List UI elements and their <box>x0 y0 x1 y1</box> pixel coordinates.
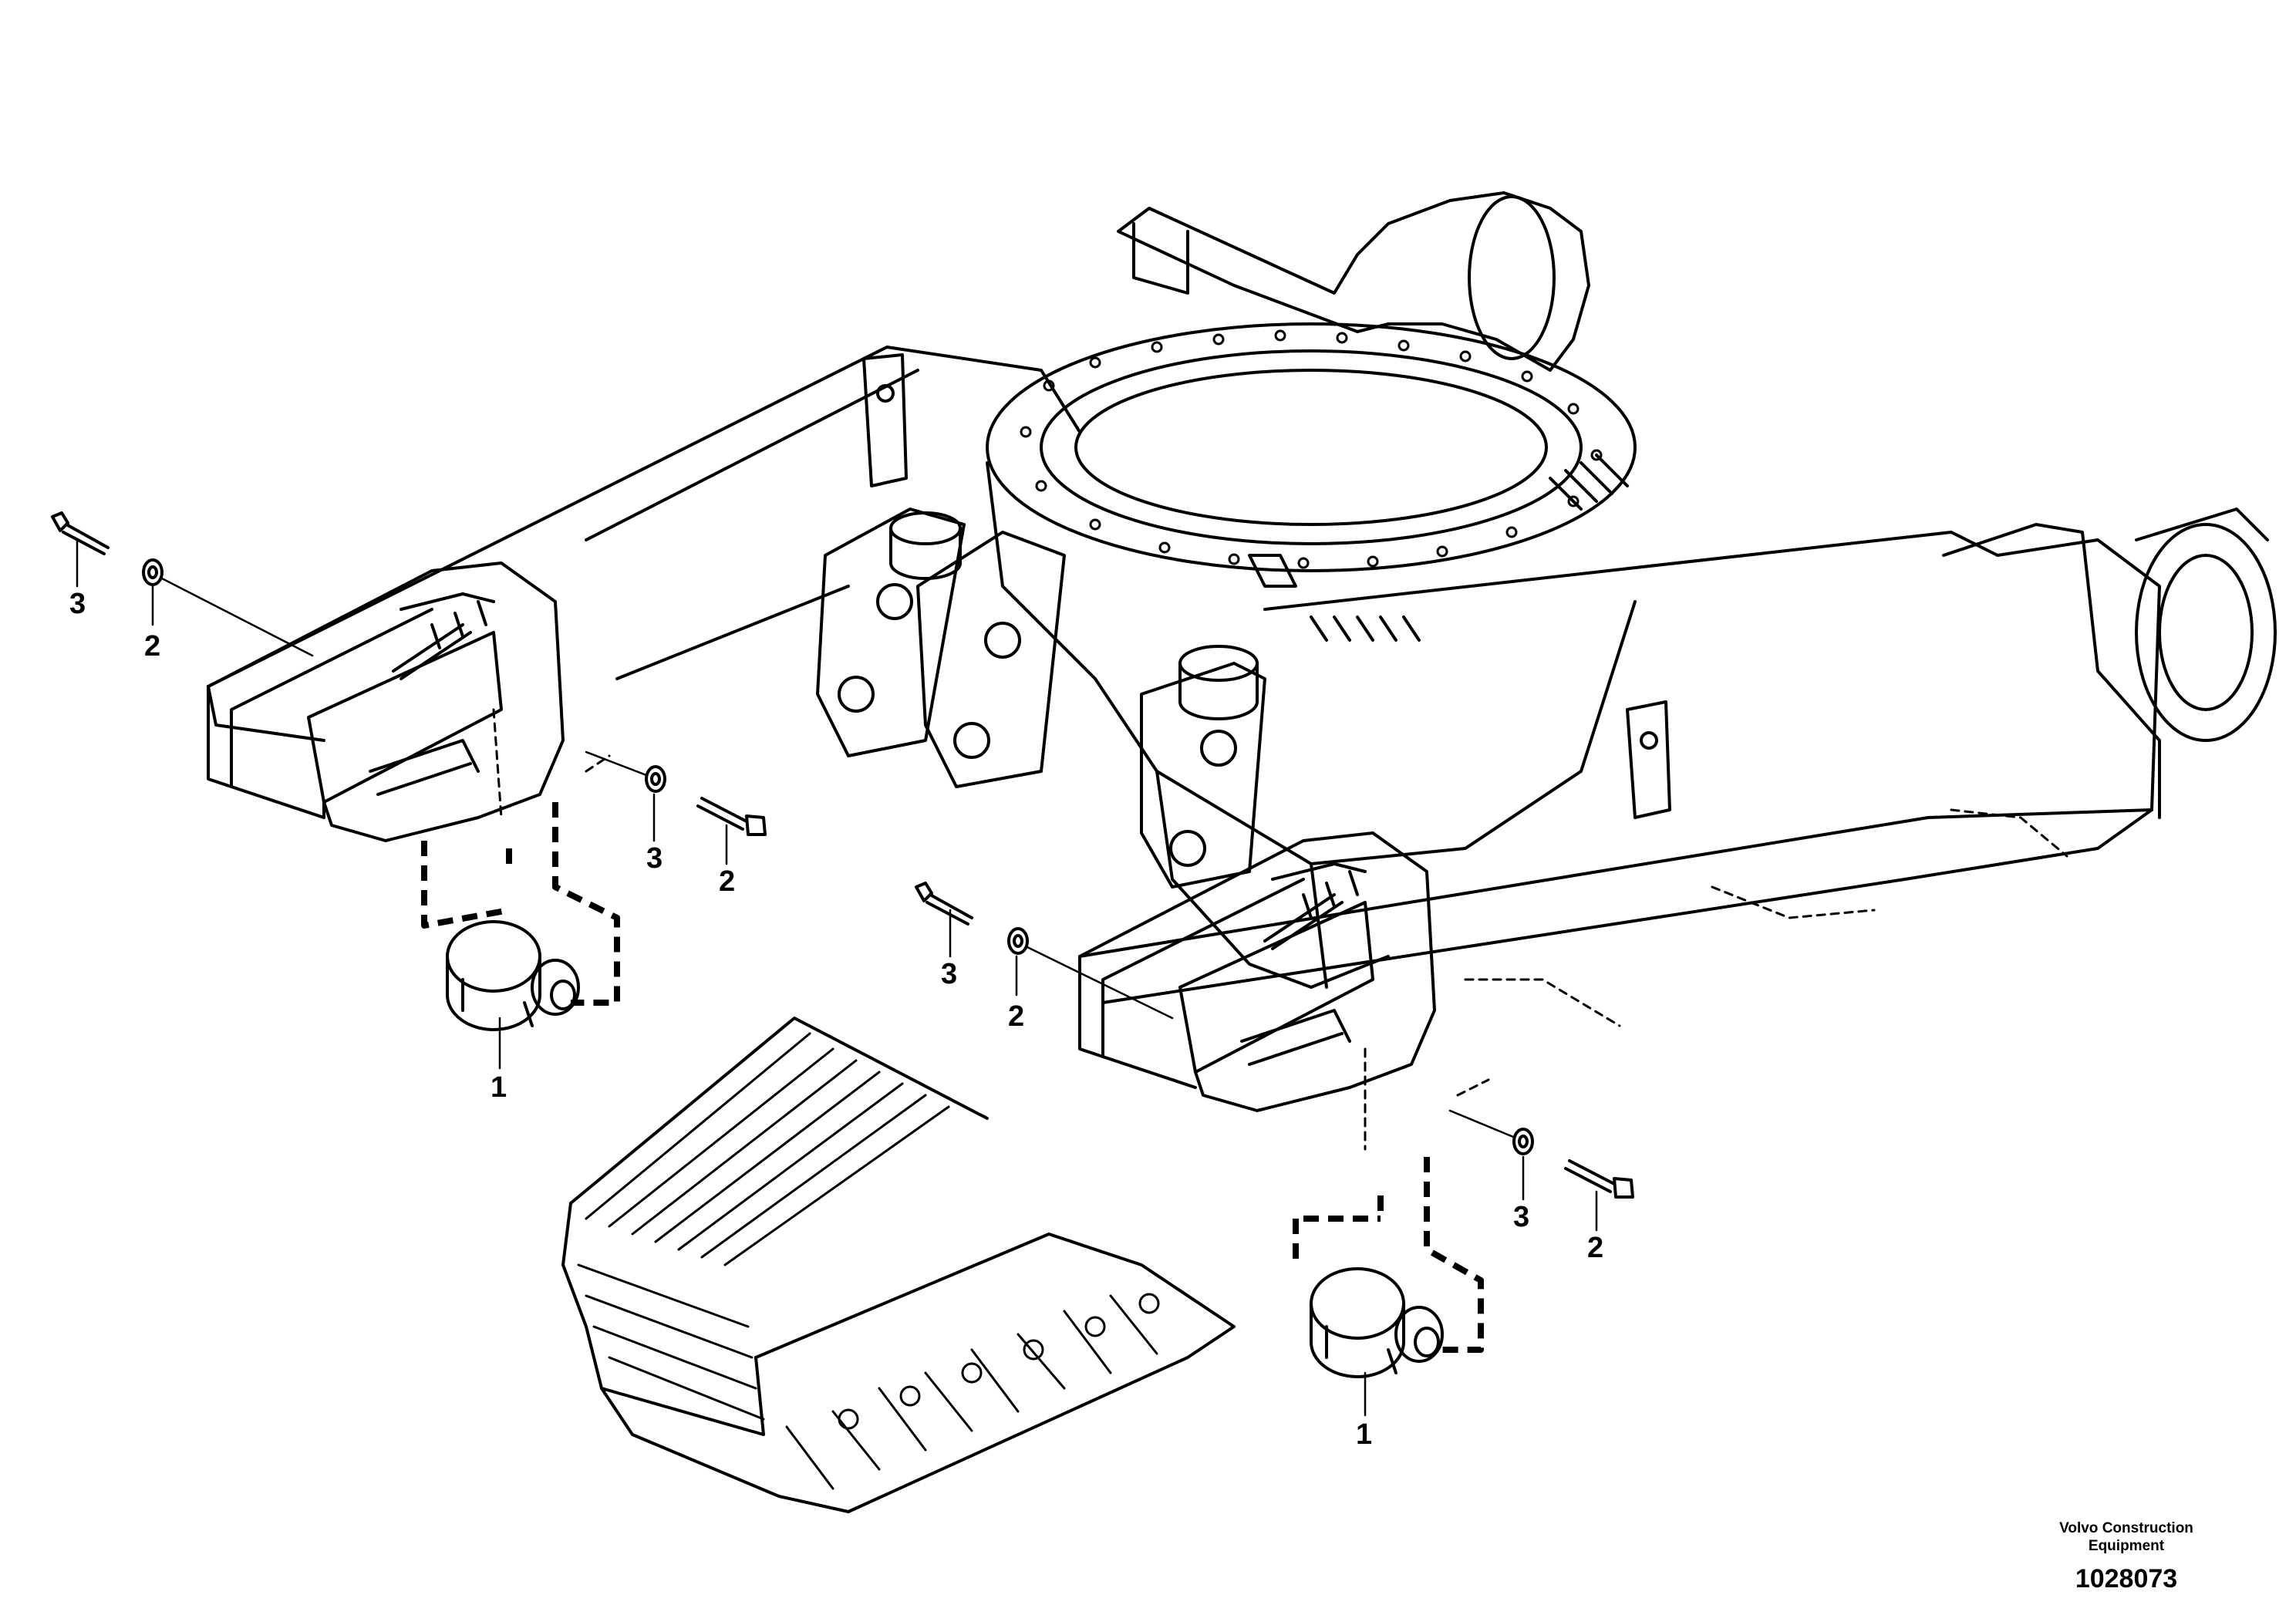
callout-right-roller: 1 <box>1356 1418 1372 1451</box>
callout-left-front-bolt: 2 <box>719 865 735 898</box>
right-front-washer <box>1512 1128 1534 1155</box>
left-front-bolt <box>696 797 767 836</box>
roller-installation-guides <box>421 802 1484 1353</box>
right-rear-washer <box>1007 927 1029 955</box>
callout-right-rear-bolt: 3 <box>941 958 957 990</box>
track-chain <box>561 1017 1236 1513</box>
right-front-bolt <box>1564 1159 1634 1199</box>
left-bottom-roller <box>446 920 580 1031</box>
right-track-frame-end <box>1078 831 1436 1112</box>
callout-right-front-bolt: 2 <box>1587 1232 1603 1264</box>
manufacturer-credit: Volvo Construction Equipment <box>2059 1520 2193 1554</box>
callout-left-rear-washer: 2 <box>144 630 160 663</box>
left-rear-bolt <box>51 511 110 555</box>
callout-right-rear-washer: 2 <box>1008 1000 1024 1033</box>
callout-labels: 3 2 3 2 1 3 2 3 2 1 <box>69 588 1603 1451</box>
left-rear-washer <box>142 558 164 586</box>
left-track-frame-end <box>207 561 565 842</box>
right-rear-bolt <box>915 882 973 926</box>
callout-left-roller: 1 <box>491 1071 507 1104</box>
callout-left-rear-bolt: 3 <box>69 588 86 620</box>
callout-right-front-washer: 3 <box>1513 1201 1529 1233</box>
callout-leaders <box>76 538 1598 1417</box>
undercarriage-frame <box>207 191 2277 1004</box>
right-bottom-roller <box>1310 1267 1444 1378</box>
left-front-washer <box>645 765 666 793</box>
callout-left-front-washer: 3 <box>646 842 663 875</box>
drawing-number: 1028073 <box>2075 1564 2178 1593</box>
